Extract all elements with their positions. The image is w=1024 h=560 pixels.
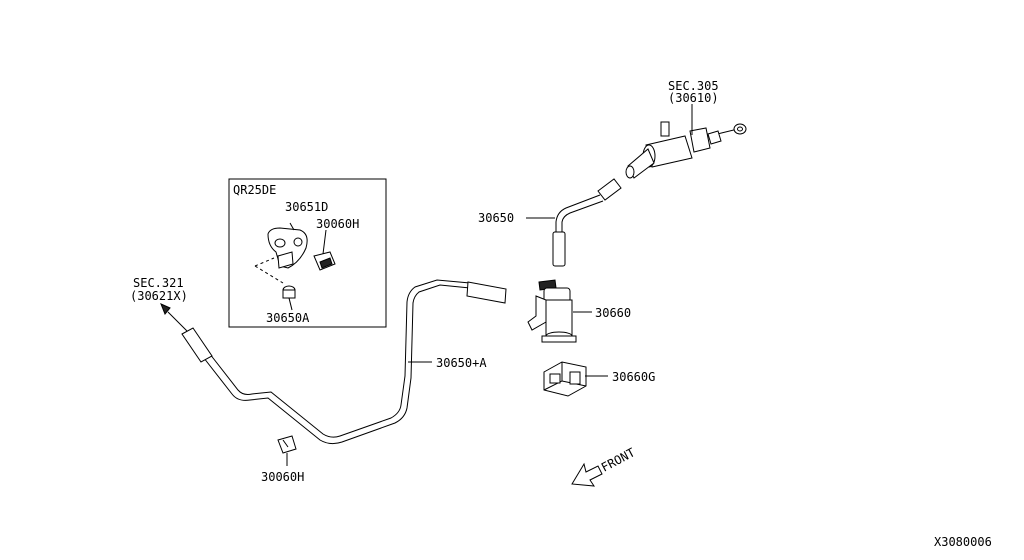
diagram-id: X3080006 (934, 535, 992, 549)
label-sec305: SEC.305 (668, 79, 719, 93)
label-30651d: 30651D (285, 200, 328, 214)
pipe-30650-plus-a (160, 279, 507, 445)
label-30660g: 30660G (612, 370, 655, 384)
clutch-master-cylinder (625, 104, 747, 179)
bracket-30660g (543, 361, 608, 397)
label-30060h: 30060H (261, 470, 304, 484)
pipe-30650 (526, 178, 622, 267)
label-sec321-sub: (30621X) (130, 289, 188, 303)
label-sec305-sub: (30610) (668, 91, 719, 105)
clip-30060h (277, 435, 297, 466)
label-30650: 30650 (478, 211, 514, 225)
damper-30660 (527, 279, 592, 343)
inset-qr25de (228, 178, 387, 328)
label-front: FRONT (599, 445, 637, 474)
label-30650-plus-a: 30650+A (436, 356, 487, 370)
label-30660: 30660 (595, 306, 631, 320)
label-30060h-inset: 30060H (316, 217, 359, 231)
label-30650a: 30650A (266, 311, 310, 325)
front-arrow (571, 462, 603, 487)
label-sec321: SEC.321 (133, 276, 184, 290)
inset-title: QR25DE (233, 183, 276, 197)
